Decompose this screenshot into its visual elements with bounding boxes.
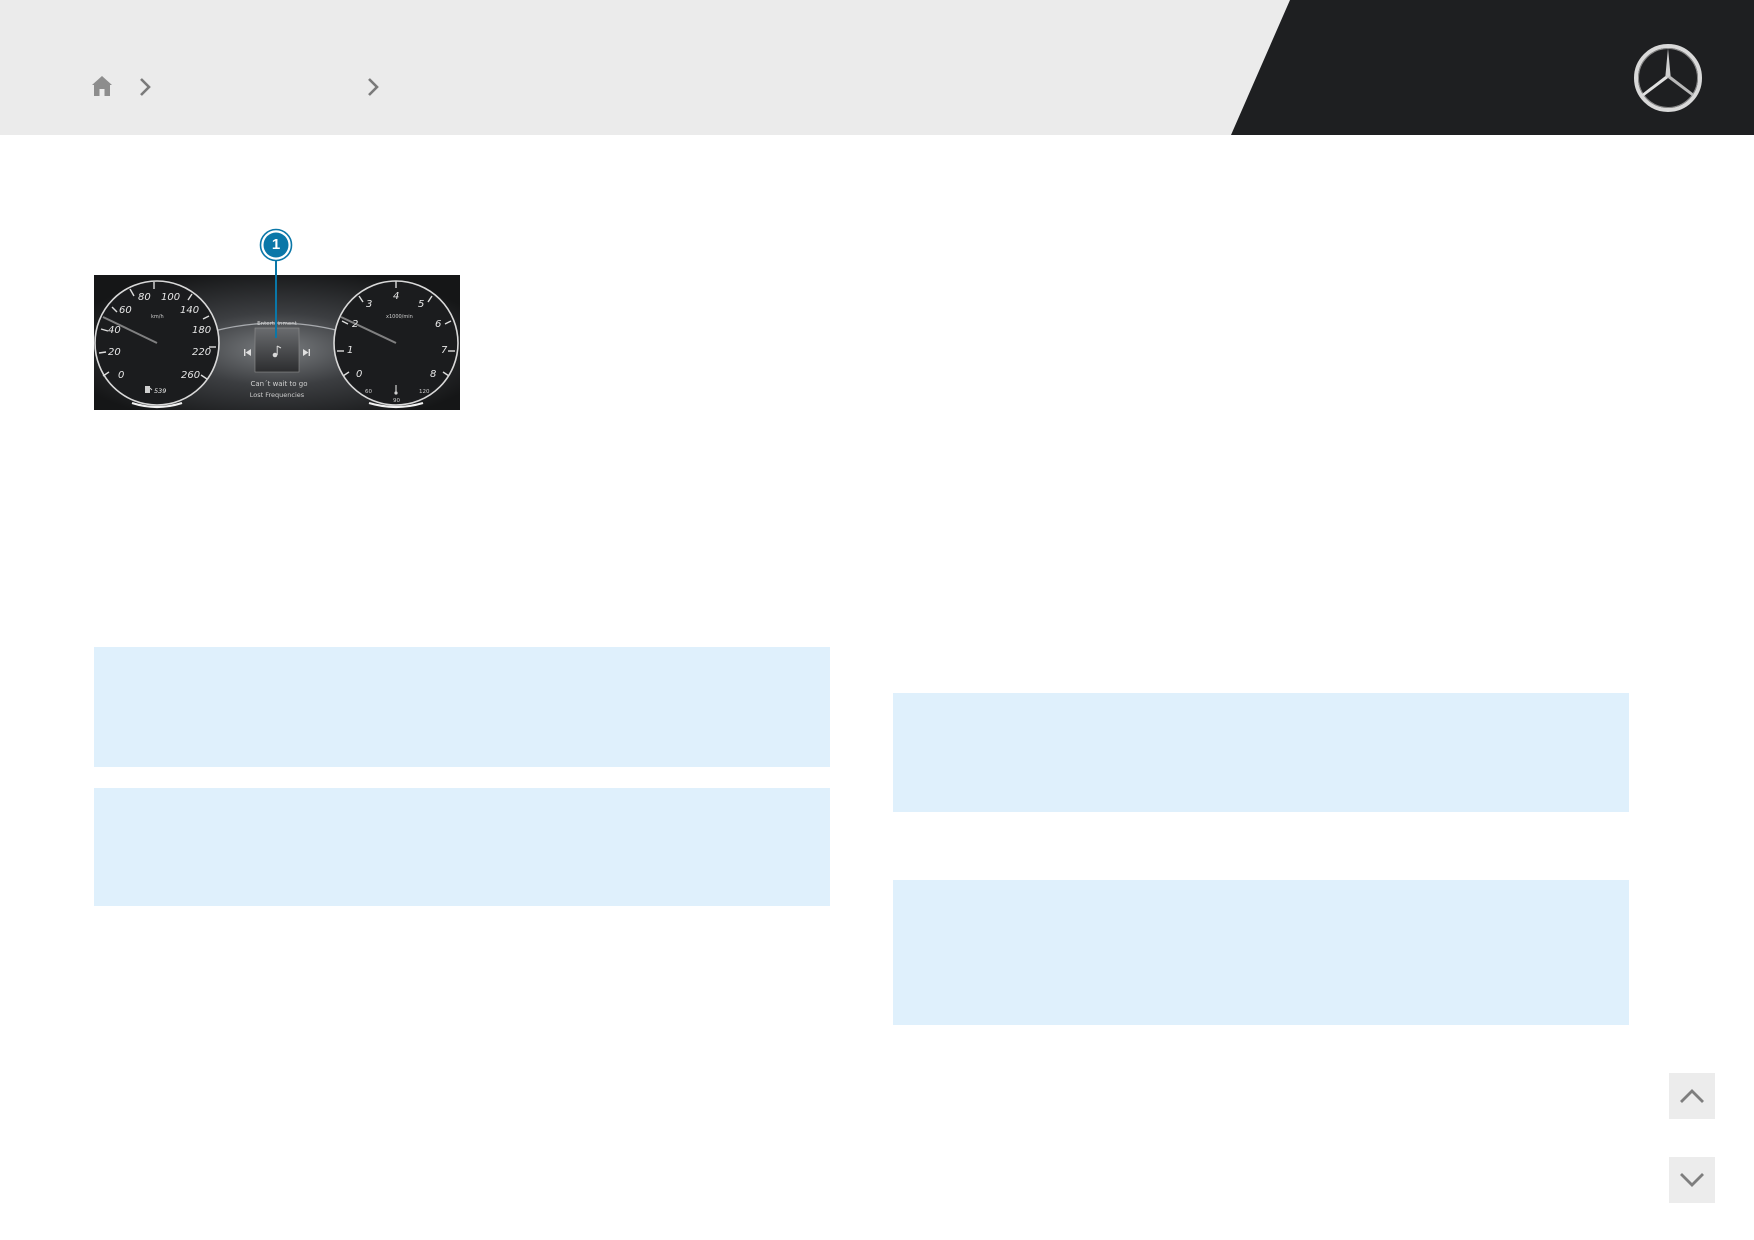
skip-previous-icon[interactable] — [244, 349, 251, 356]
info-box — [893, 693, 1629, 812]
scroll-up-button[interactable] — [1669, 1073, 1715, 1119]
rpm-tick: 3 — [366, 299, 372, 310]
info-box — [94, 788, 830, 906]
speed-tick: 220 — [192, 347, 211, 358]
rpm-tick: 1 — [347, 345, 353, 356]
breadcrumb-item-2[interactable] — [388, 77, 588, 97]
rpm-tick: 6 — [435, 319, 441, 330]
media-source-title: Entertainment — [257, 321, 298, 327]
rpm-tick: 0 — [356, 369, 362, 380]
media-track-title: Can´t wait to go — [251, 380, 308, 388]
speed-tick: 140 — [180, 305, 199, 316]
temp-mid: 90 — [393, 398, 400, 404]
rpm-tick: 5 — [418, 299, 424, 310]
fuel-pump-icon — [145, 386, 153, 393]
chevron-right-icon — [140, 78, 151, 96]
speed-tick: 80 — [138, 292, 151, 303]
rpm-tick: 8 — [430, 369, 436, 380]
tachometer-gauge: 0 1 2 3 4 5 6 7 8 x1000/min 60 90 120 — [333, 280, 459, 409]
speed-tick: 60 — [119, 305, 132, 316]
speed-tick: 260 — [181, 370, 200, 381]
info-box — [94, 647, 830, 767]
callout-number: 1 — [271, 236, 281, 253]
chevron-up-icon — [1680, 1089, 1704, 1103]
info-box — [893, 880, 1629, 1025]
music-note-icon — [272, 345, 282, 358]
scroll-down-button[interactable] — [1669, 1157, 1715, 1203]
rpm-tick: 7 — [441, 345, 448, 356]
speed-unit: km/h — [151, 314, 164, 320]
range-readout: 539 — [154, 387, 166, 395]
chevron-down-icon — [1680, 1173, 1704, 1187]
speed-tick: 20 — [108, 347, 121, 358]
speedometer-gauge: 0 20 40 60 80 100 140 180 220 260 km/h 5… — [94, 280, 220, 409]
home-icon[interactable] — [90, 74, 114, 98]
speed-tick: 0 — [118, 370, 124, 381]
temp-min: 60 — [365, 389, 372, 395]
speed-tick: 40 — [108, 325, 121, 336]
rpm-unit: x1000/min — [386, 314, 413, 320]
breadcrumb-item-1[interactable] — [160, 77, 360, 97]
chevron-right-icon — [368, 78, 379, 96]
media-artist: Lost Frequencies — [250, 391, 305, 399]
speed-tick: 180 — [192, 325, 211, 336]
rpm-tick: 4 — [393, 291, 399, 302]
callout-marker — [259, 228, 293, 338]
speed-tick: 100 — [161, 292, 180, 303]
coolant-temp-icon — [394, 385, 398, 395]
skip-next-icon[interactable] — [303, 349, 310, 356]
mercedes-star-icon — [1634, 44, 1702, 112]
rpm-tick: 2 — [352, 319, 358, 330]
temp-max: 120 — [419, 389, 430, 395]
